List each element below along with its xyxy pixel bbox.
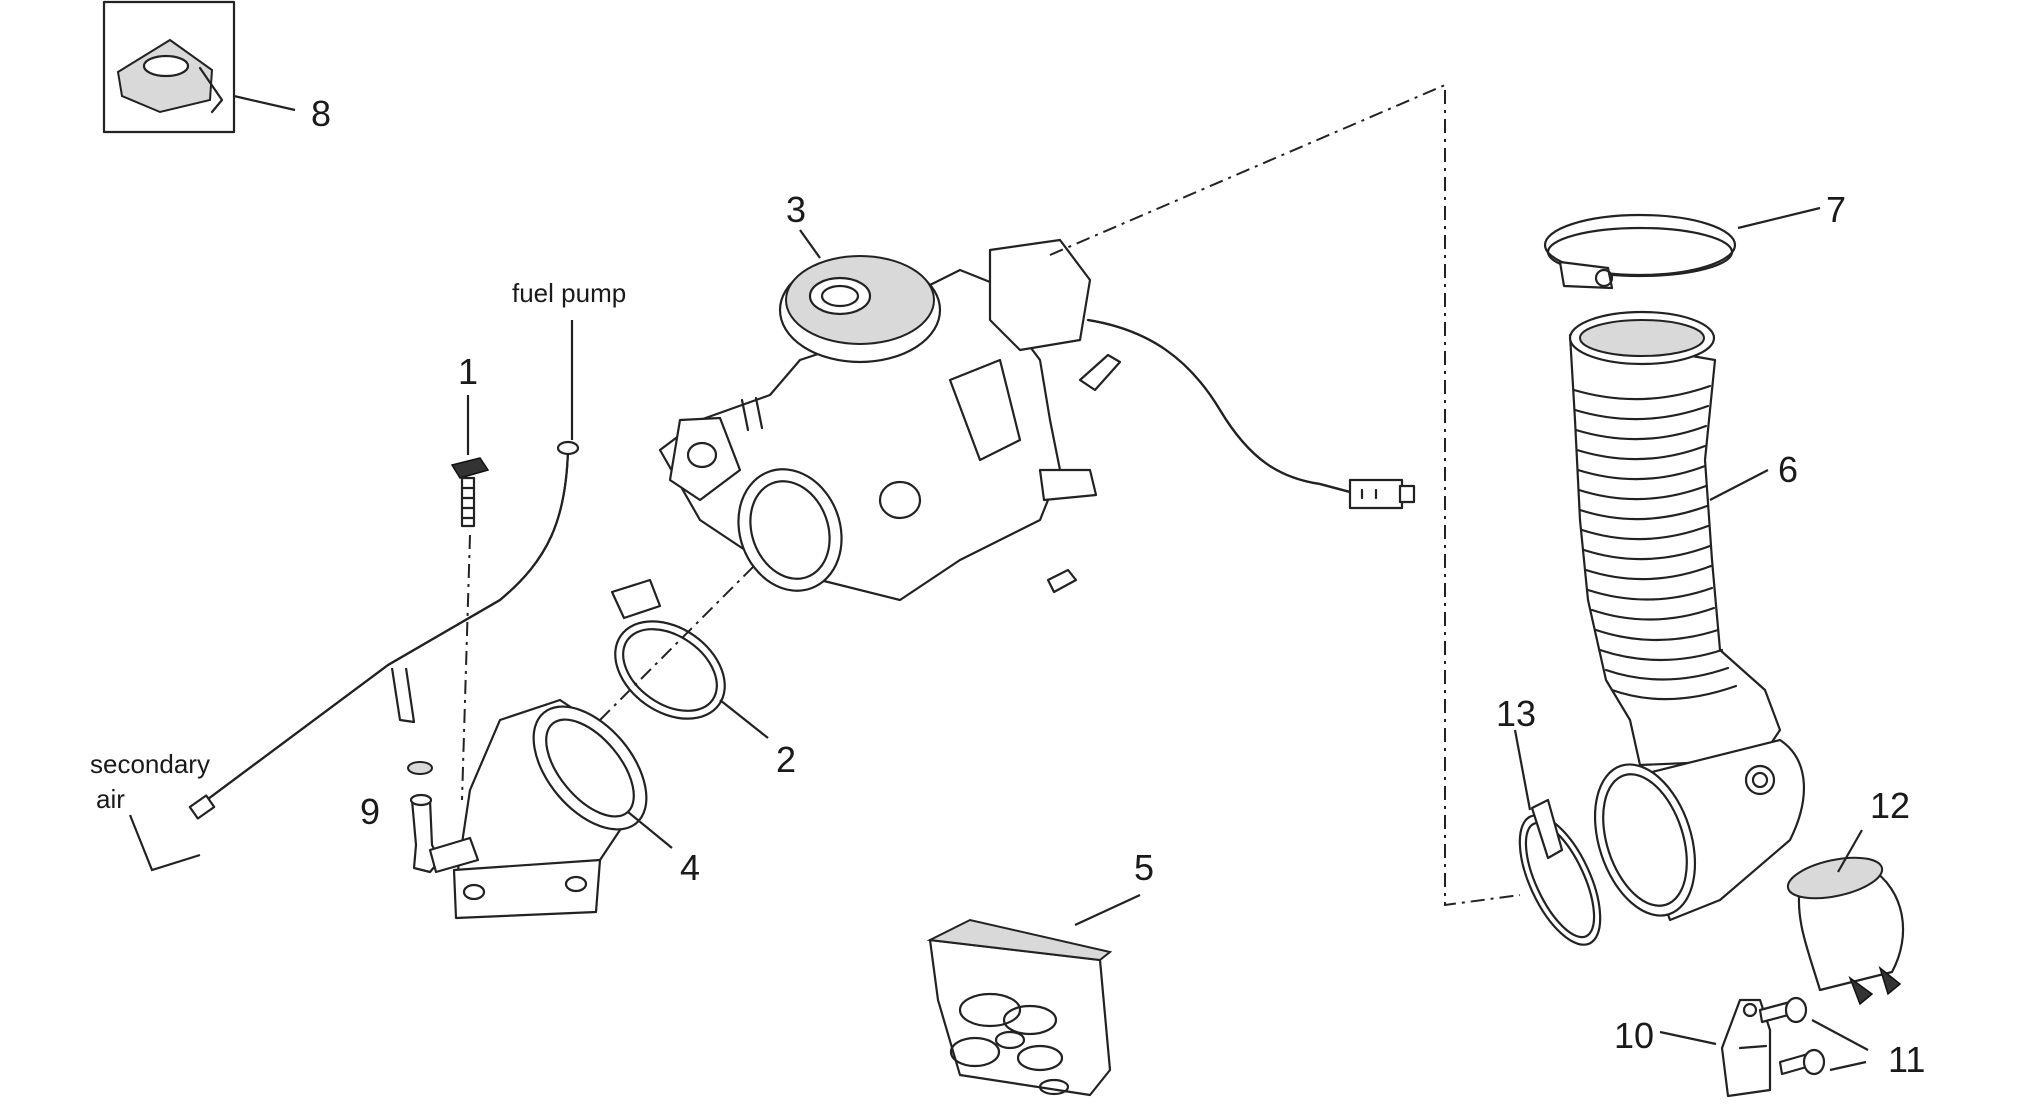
part-13-clamp <box>1518 798 1602 946</box>
axis-clamp-to-throttle <box>599 559 761 721</box>
callout-8: 8 <box>311 93 331 134</box>
callout-12: 12 <box>1870 785 1910 826</box>
leader-10 <box>1659 1030 1717 1046</box>
callout-13: 13 <box>1496 693 1536 734</box>
part-1-bolt <box>450 457 490 528</box>
part-7-clamp <box>1543 213 1737 290</box>
part-4-intake-manifold <box>428 698 648 920</box>
axis-bolt-to-manifold <box>461 534 471 801</box>
callout-9: 9 <box>360 791 380 832</box>
leader-6 <box>1709 469 1769 501</box>
leader-7 <box>1737 206 1821 230</box>
callout-2: 2 <box>776 739 796 780</box>
part-2-clamp <box>610 578 726 720</box>
axis-throttle-to-clamp-13 <box>1049 83 1521 907</box>
leader-4 <box>627 811 673 849</box>
caption-secondary-air-line1: secondary <box>90 749 210 779</box>
leader-12 <box>1837 829 1863 873</box>
callout-7: 7 <box>1826 189 1846 230</box>
leader-secondary-air <box>128 814 201 872</box>
callout-1: 1 <box>458 351 478 392</box>
leader-5 <box>1074 894 1141 926</box>
callout-3: 3 <box>786 189 806 230</box>
callout-6: 6 <box>1778 449 1798 490</box>
part-12-band <box>1786 856 1905 1006</box>
leader-13 <box>1513 729 1532 811</box>
part-6-duct <box>1568 310 1806 922</box>
duct-corrugations <box>1572 384 1738 701</box>
callout-5: 5 <box>1134 847 1154 888</box>
leader-2 <box>719 699 769 739</box>
part-11-screws <box>1758 996 1826 1076</box>
caption-fuel-pump: fuel pump <box>512 278 626 308</box>
leader-11a <box>1811 1019 1869 1051</box>
throttle-sensor-wire <box>1086 318 1416 510</box>
part-5-seal-kit <box>926 918 1113 1097</box>
leader-11b <box>1829 1060 1867 1072</box>
part-3-throttle-body <box>658 238 1122 602</box>
callout-11: 11 <box>1888 1039 1925 1080</box>
callout-10: 10 <box>1614 1015 1654 1056</box>
caption-secondary-air-line2: air <box>96 784 125 814</box>
part-10-bracket <box>1720 998 1772 1098</box>
leader-3 <box>799 229 821 259</box>
callout-4: 4 <box>680 847 700 888</box>
leader-8 <box>233 94 296 112</box>
hose-secondary-air <box>188 440 580 820</box>
part-8-clip <box>102 0 236 134</box>
